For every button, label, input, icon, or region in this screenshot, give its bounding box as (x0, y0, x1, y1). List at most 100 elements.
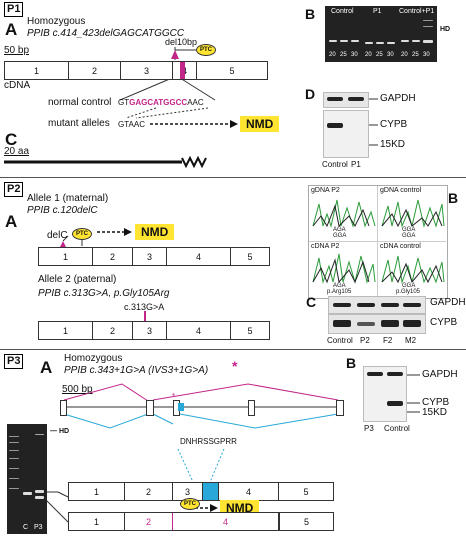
p3-genotype: Homozygous (64, 353, 123, 364)
p2-panel-a-label: A (5, 212, 18, 231)
gel-label-p1: P1 (373, 8, 382, 15)
p2-allele1-diagram: 1 2 3 4 5 (38, 247, 270, 266)
p2-allele1-label: Allele 1 (maternal) (27, 193, 109, 204)
p3-sk-exon-1: 1 (69, 513, 125, 530)
p2-wb-lane-f2: F2 (383, 336, 393, 345)
p1-exon-1: 1 (5, 62, 69, 79)
p2-tag: P2 (4, 182, 24, 197)
p3-retained-transcript: 1 2 3 4 5 (68, 482, 334, 501)
p3-wb (363, 366, 407, 422)
p2-a2-exon-3: 3 (133, 322, 167, 339)
p1-tag: P1 (4, 2, 24, 17)
p3-sk-exon-2: 2 (125, 513, 173, 530)
p2-allele2-label: Allele 2 (paternal) (38, 274, 117, 285)
p3-rt-exon-3: 3 (173, 483, 203, 500)
p2-a1-exon-5: 5 (247, 251, 253, 262)
p3-rt-intron-insert (203, 483, 219, 500)
p2-a1-exon-3: 3 (133, 248, 167, 265)
p3-mutation-star: * (232, 358, 238, 374)
p2-a1-exon-2: 2 (93, 248, 133, 265)
p1-wb-lane-p1: P1 (351, 160, 361, 169)
p2-wb-cypb-label: CYPB (430, 317, 458, 328)
p1-wb-gapdh-label: GAPDH (380, 93, 416, 104)
p3-scale: 500 bp (62, 384, 93, 395)
p3-mutation: PPIB c.343+1G>A (IVS3+1G>A) (64, 365, 209, 376)
p2-nmd-box: NMD (135, 224, 175, 240)
p3-wb-gapdh-label: GAPDH (422, 369, 458, 380)
p3-wb-lane-p3: P3 (364, 424, 374, 433)
chrom-cdna-p2: cDNA P2 AGA p.Arg105 (309, 242, 378, 297)
p1-mutant-sequence: GTAAC (118, 120, 145, 129)
p2-chromatograms: gDNA P2 AGA GGA gDNA control GGA GGA cDN… (308, 185, 448, 299)
p2-wb-cypb (328, 314, 426, 334)
p1-panel-a-label: A (5, 20, 18, 39)
p1-wb-cypb-label: CYPB (380, 119, 408, 130)
p1-ptc-icon: PTC (196, 44, 216, 56)
p1-genotype: Homozygous (27, 16, 86, 27)
p3-rt-exon-4: 4 (219, 483, 279, 500)
p2-a1-exon-4: 4 (167, 248, 231, 265)
p3-rt-exon-1: 1 (69, 483, 125, 500)
p2-allele2-diagram: 1 2 3 4 5 (38, 321, 270, 340)
p1-panel-c-label: C (5, 130, 18, 149)
divider-p2-p3 (0, 349, 466, 350)
p2-mutation1: PPIB c.120delC (27, 205, 98, 216)
chrom-gdna-control: gDNA control GGA GGA (378, 186, 446, 242)
p1-exon-5: 5 (229, 65, 235, 76)
p1-rt-pcr-gel: Control P1 Control+P1 20 25 30 20 25 30 … (325, 6, 437, 62)
p1-exon-4: 4 (173, 62, 197, 79)
p2-ptc-icon: PTC (72, 228, 92, 240)
chrom-gdna-p2: gDNA P2 AGA GGA (309, 186, 378, 242)
p2-a2-exon-4: 4 (167, 322, 231, 339)
p2-a1-exon-1: 1 (39, 248, 93, 265)
chrom-cdna-control: cDNA control GGA p.Gly105 (378, 242, 446, 297)
p2-a2-exon-2: 2 (93, 322, 133, 339)
p1-wb-lane-control: Control (322, 160, 348, 169)
p2-delc-label: delC (47, 230, 68, 241)
divider-p1-p2 (0, 177, 466, 178)
p3-genomic-retained-intron (178, 403, 184, 411)
p3-ptc-icon: PTC (180, 498, 200, 510)
p3-sk-exon-5: 5 (279, 513, 333, 530)
p1-hd-label: HD (440, 26, 451, 33)
p2-panel-c-label: C (306, 294, 317, 310)
p1-cdna-diagram: 1 2 3 4 5 (4, 61, 268, 80)
p1-wb-gapdh (323, 92, 369, 108)
p3-rt-exon-5: 5 (303, 486, 309, 497)
p3-genomic-exon-1 (60, 400, 67, 416)
p1-cdna-label: cDNA (4, 80, 31, 91)
p3-panel-a-label: A (40, 358, 53, 377)
p2-panel-b-label: B (448, 190, 459, 206)
p3-gel-lane-p3: P3 (34, 524, 43, 531)
p2-wb-gapdh-label: GAPDH (430, 297, 466, 308)
p2-mut2-marker: c.313G>A (124, 302, 165, 312)
p3-rt-pcr-gel: C P3 (7, 424, 47, 534)
p1-exon-2: 2 (69, 62, 121, 79)
p3-sk-exon-4: 4 (173, 513, 279, 530)
p3-panel-b-label: B (346, 355, 357, 371)
p1-c-scale: 20 aa (4, 146, 30, 157)
p2-a2-exon-1: 1 (39, 322, 93, 339)
p3-wb-15kd-label: 15KD (422, 407, 448, 418)
p1-wb-cypb (323, 110, 369, 158)
p2-wb-lane-m2: M2 (405, 336, 417, 345)
p1-panel-d-label: D (305, 86, 316, 102)
p3-genomic-star: * (172, 392, 176, 401)
p2-a2-exon-5: 5 (247, 325, 253, 336)
p1-mutant-alleles-label: mutant alleles (48, 118, 110, 129)
p2-mutation2: PPIB c.313G>A, p.Gly105Arg (38, 288, 170, 299)
gel-label-control-p1: Control+P1 (399, 8, 435, 15)
p3-gel-hd-label: — HD (50, 428, 70, 435)
p1-del-label: del10bp (165, 37, 198, 47)
p3-insert-sequence: DNHRSSGPRR (180, 437, 237, 446)
p1-normal-sequence: GTGAGCATGGCCAAC (118, 98, 204, 107)
gel-label-control: Control (331, 8, 354, 15)
p1-panel-b-label: B (305, 6, 316, 22)
p3-skip-transcript: 1 2 4 5 (68, 512, 334, 531)
p1-normal-control-label: normal control (48, 97, 112, 108)
p1-mutation: PPIB c.414_423delGAGCATGGCC (27, 28, 185, 39)
p3-gel-lane-c: C (23, 524, 29, 531)
p2-wb-gapdh (328, 296, 426, 314)
p1-nmd-box: NMD (240, 116, 280, 132)
